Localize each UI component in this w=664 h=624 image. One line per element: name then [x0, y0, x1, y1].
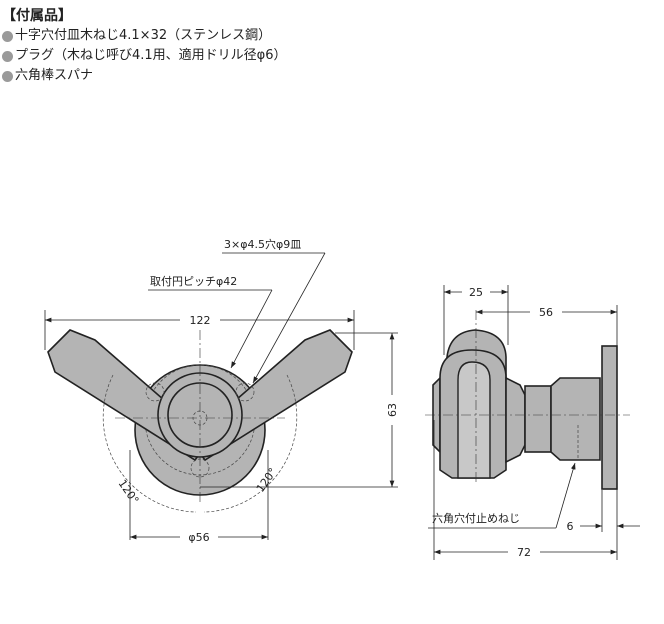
pitch-note: 取付円ピッチφ42 [150, 275, 237, 288]
accessories-title: 【付属品】 [2, 8, 72, 24]
side-view: 25 56 72 6 六角穴付止めねじ [425, 285, 640, 560]
bullet-icon [2, 50, 13, 62]
accessory-label: プラグ（木ねじ呼び4.1用、適用ドリル径φ6） [15, 48, 287, 63]
accessories-list: 【付属品】 十字穴付皿木ねじ4.1×32（ステンレス鋼） プラグ（木ねじ呼び4.… [0, 6, 287, 86]
accessory-item: 十字穴付皿木ねじ4.1×32（ステンレス鋼） [0, 26, 287, 46]
mounting-plate [601, 345, 618, 490]
bullet-icon [2, 70, 13, 82]
neck-flare [505, 376, 526, 464]
angle-left: 120° [116, 477, 142, 506]
hole-note: 3×φ4.5穴φ9皿 [224, 237, 301, 251]
accessory-item: プラグ（木ねじ呼び4.1用、適用ドリル径φ6） [0, 46, 287, 66]
angle-right: 120° [254, 466, 280, 495]
center-to-base-dimension: 56 [539, 306, 553, 319]
base-diameter-dimension: φ56 [188, 531, 209, 544]
plate-thickness-dimension: 6 [567, 520, 574, 533]
accessory-label: 十字穴付皿木ねじ4.1×32（ステンレス鋼） [15, 28, 272, 43]
neck [524, 385, 552, 453]
setscrew-note: 六角穴付止めねじ [432, 511, 520, 525]
accessory-item: 六角棒スパナ [0, 66, 287, 86]
screw-hole [145, 382, 165, 402]
front-view: 122 63 φ56 120° 120° 3×φ4.5穴φ9皿 取付円ピッチφ4… [44, 237, 399, 544]
height-dimension: 63 [386, 403, 399, 417]
accessory-label: 六角棒スパナ [15, 68, 94, 83]
knob-width-dimension: 25 [469, 286, 483, 299]
collar [550, 377, 601, 461]
screw-hole [235, 382, 255, 402]
bullet-icon [2, 30, 13, 42]
total-depth-dimension: 72 [517, 546, 531, 559]
width-dimension: 122 [190, 314, 211, 327]
